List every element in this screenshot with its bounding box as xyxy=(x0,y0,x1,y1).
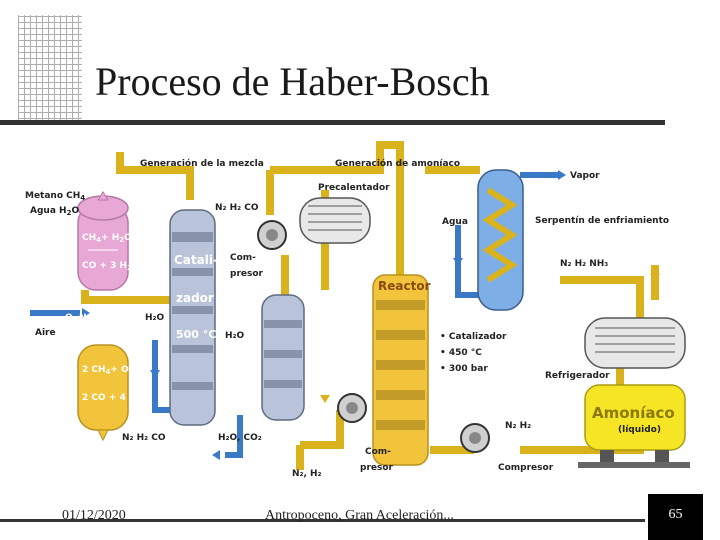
catalyst-column xyxy=(169,209,216,426)
slide-title: Proceso de Haber-Bosch xyxy=(95,59,490,104)
stream-bottom-left: N₂ H₂ CO xyxy=(122,433,166,443)
reactor-condition-2: • 450 °C xyxy=(440,348,482,358)
feed-water: Agua H2O xyxy=(30,206,79,217)
title-decoration xyxy=(18,15,82,125)
air-label: Aire xyxy=(35,328,56,338)
cooling-coil-label: Serpentín de enfriamiento xyxy=(535,216,669,226)
reaction-1-bottom: CO + 3 H2 xyxy=(82,261,132,272)
ammonia-tank xyxy=(578,384,690,468)
yellow-reformer xyxy=(77,344,129,442)
catalyst-temp: 500 °C xyxy=(176,328,216,341)
yellow-pipes xyxy=(81,141,659,470)
compressor-icon-2 xyxy=(337,393,367,423)
arrowheads xyxy=(82,170,660,460)
reaction-1-top: CH4+ H2O xyxy=(82,233,132,244)
compressor-label-2: Com- xyxy=(365,447,391,457)
reaction-2-bottom: 2 CO + 4 H2 xyxy=(82,393,141,404)
ammonia-liquid-label: (líquido) xyxy=(618,425,661,435)
stream-n2h2nh3: N₂ H₂ NH₃ xyxy=(560,259,608,269)
pink-reformer xyxy=(77,191,129,291)
cooling-coil-vessel xyxy=(477,169,524,311)
refrigerator-label: Refrigerador xyxy=(545,371,610,381)
header-ammonia: Generación de amoníaco xyxy=(335,158,460,169)
title-rule xyxy=(0,120,665,125)
water-label: Agua xyxy=(442,217,468,227)
preheater-label: Precalentador xyxy=(318,183,390,193)
footer-rule xyxy=(0,519,645,522)
h2o-label-1: H₂O xyxy=(145,313,164,323)
compressor-label-3: Compresor xyxy=(498,463,554,473)
stream-n2h2-bottom: N₂, H₂ xyxy=(292,469,322,479)
stream-h2o-co2: H₂O, CO₂ xyxy=(218,433,262,443)
footer-center: Antropoceno, Gran Aceleración... xyxy=(265,508,454,523)
reactor-label: Reactor xyxy=(378,279,431,293)
stream-n2h2-right: N₂ H₂ xyxy=(505,421,531,431)
compressor-label-2b: presor xyxy=(360,463,394,473)
compressor-label-1: Com- xyxy=(230,253,256,263)
steam-label: Vapor xyxy=(570,171,600,181)
catalyst-label-2: zador xyxy=(176,291,214,305)
blue-pipes xyxy=(30,172,560,458)
ammonia-tank-label: Amoníaco xyxy=(592,404,675,422)
preheater-exchanger xyxy=(299,197,371,244)
absorber-column xyxy=(261,294,305,421)
page-number: 65 xyxy=(668,507,683,522)
h2o-label-2: H₂O xyxy=(225,331,244,341)
reactor-vessel xyxy=(372,274,429,466)
reactor-condition-3: • 300 bar xyxy=(440,364,488,374)
feed-methane: Metano CH4 xyxy=(25,191,85,202)
page-number-box: 65 xyxy=(648,494,703,540)
refrigerator-exchanger xyxy=(584,317,686,369)
reactor-condition-1: • Catalizador xyxy=(440,332,507,342)
compressor-icon-1 xyxy=(257,220,287,250)
stream-n2h2co: N₂ H₂ CO xyxy=(215,203,259,213)
catalyst-label-1: Catali- xyxy=(174,253,218,267)
air-stream: O, N2 xyxy=(65,313,92,324)
header-mixture: Generación de la mezcla xyxy=(140,158,264,169)
compressor-label-1b: presor xyxy=(230,269,264,279)
reaction-2-top: 2 CH4+ O2 xyxy=(82,365,134,376)
footer-date: 01/12/2020 xyxy=(62,508,126,523)
compressor-icon-3 xyxy=(460,423,490,453)
